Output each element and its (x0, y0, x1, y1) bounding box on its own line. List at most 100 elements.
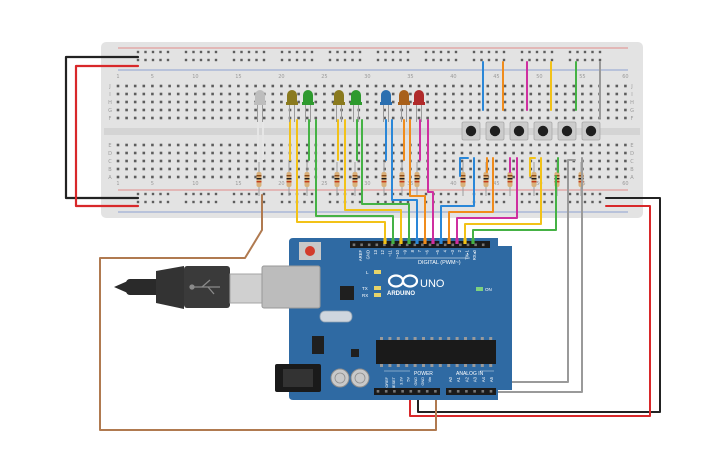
hole (142, 92, 146, 96)
row-letter: B (630, 167, 634, 173)
hole (460, 84, 464, 88)
hole (572, 167, 576, 171)
hole (271, 84, 275, 88)
resistor (399, 162, 405, 196)
rail-hole (159, 50, 162, 54)
resistor-band (352, 178, 358, 180)
hole (280, 175, 283, 179)
hole (194, 84, 197, 88)
rail-hole (288, 58, 291, 62)
hole (366, 151, 369, 155)
hole (271, 108, 275, 112)
hole (125, 143, 128, 147)
column-number: 1 (116, 181, 119, 187)
rail-hole (528, 50, 531, 54)
hole (503, 143, 507, 147)
header-pin (401, 390, 404, 393)
hole (469, 167, 472, 171)
hole (219, 151, 223, 155)
hole (254, 159, 257, 163)
row-letter: A (630, 175, 634, 181)
wire-yellow-btn (464, 157, 542, 241)
hole (443, 167, 447, 171)
rail-hole (199, 50, 203, 54)
push-button[interactable] (557, 121, 577, 141)
chip-pin (405, 364, 409, 367)
push-button[interactable] (581, 121, 601, 141)
hole (245, 151, 249, 155)
hole (589, 167, 593, 171)
rail-hole (151, 50, 155, 54)
rail-hole (192, 192, 195, 196)
hole (142, 100, 146, 104)
header-pin (466, 243, 470, 247)
header-pin (448, 390, 452, 393)
hole (452, 151, 455, 155)
rail-hole (207, 200, 210, 204)
hole (417, 167, 421, 171)
hole (331, 116, 335, 120)
hole (546, 167, 550, 171)
wire-tip (463, 238, 467, 244)
leds (254, 90, 425, 160)
push-button-cap[interactable] (585, 125, 597, 137)
power-label: POWER (414, 371, 433, 377)
push-button[interactable] (461, 121, 481, 141)
hole (280, 143, 283, 147)
push-button-cap[interactable] (537, 125, 549, 137)
header-pin (456, 390, 460, 393)
hole (168, 143, 171, 147)
push-button[interactable] (509, 121, 529, 141)
hole (572, 92, 576, 96)
hole (409, 100, 412, 104)
hole (452, 175, 455, 179)
digital-header (350, 241, 490, 248)
resistor-body (460, 172, 466, 187)
hole (271, 159, 275, 163)
rail-hole (166, 200, 170, 204)
rail-hole (144, 58, 147, 62)
hole (495, 116, 498, 120)
rail-hole (439, 192, 443, 196)
hole (211, 108, 214, 112)
hole (615, 175, 619, 179)
push-button-cap[interactable] (489, 125, 501, 137)
hole (503, 151, 507, 155)
reset-button[interactable] (305, 246, 315, 256)
resistor-band (554, 175, 560, 177)
push-button-cap[interactable] (465, 125, 477, 137)
hole (323, 159, 326, 163)
push-button-cap[interactable] (561, 125, 573, 137)
hole (391, 151, 395, 155)
hole (589, 84, 593, 88)
rail-hole (351, 58, 354, 62)
hole (116, 92, 120, 96)
rail-hole (424, 58, 428, 62)
column-number: 55 (579, 74, 585, 80)
push-button[interactable] (533, 121, 553, 141)
hole (323, 92, 326, 96)
rail-hole (495, 50, 498, 54)
digital-pin-label: 7 (417, 249, 422, 252)
hole (460, 116, 464, 120)
hole (280, 167, 283, 171)
hole (624, 100, 627, 104)
row-letter: J (630, 84, 632, 90)
push-button-cap[interactable] (513, 125, 525, 137)
hole (142, 84, 146, 88)
push-button[interactable] (485, 121, 505, 141)
hole (615, 151, 619, 155)
rail-hole (391, 200, 395, 204)
hole (495, 167, 498, 171)
hole (262, 167, 266, 171)
column-number: 45 (493, 181, 499, 187)
hole (443, 84, 447, 88)
hole (374, 175, 378, 179)
hole (151, 100, 154, 104)
hole (142, 108, 146, 112)
hole (228, 167, 232, 171)
rail-hole (328, 58, 332, 62)
hole (125, 151, 128, 155)
led-rim (413, 102, 425, 105)
